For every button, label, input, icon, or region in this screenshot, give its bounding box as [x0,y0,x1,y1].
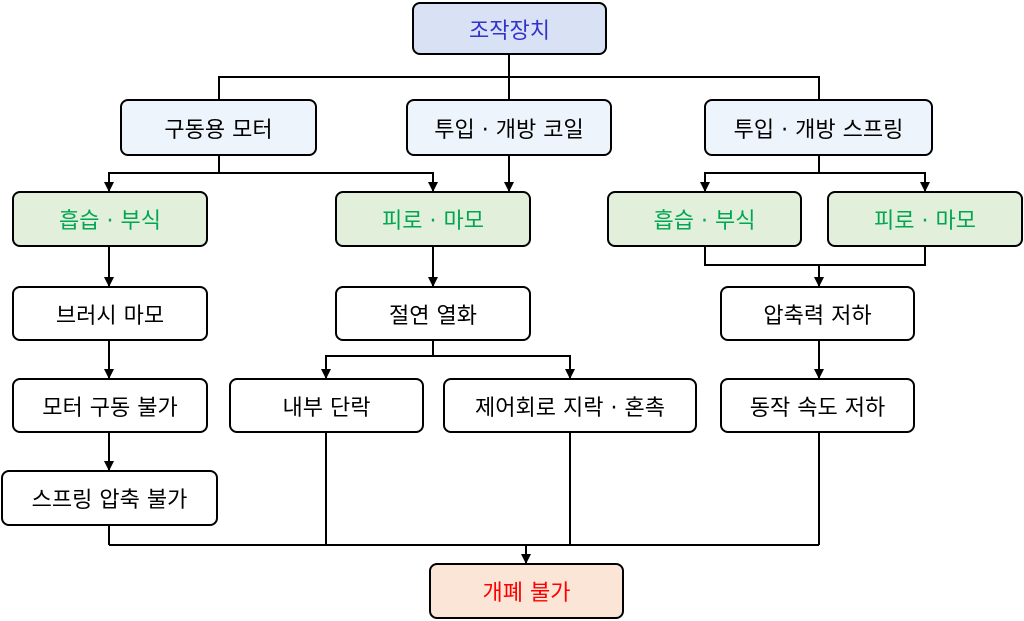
effect-internal-break: 내부 단락 [229,378,424,433]
connector-motor-split [108,172,434,183]
mechanism-right-a: 흡습 · 부식 [607,191,802,247]
connector-insulation-split [325,355,571,370]
connector-spring-split [704,172,926,183]
connector-right-mechanisms-join [704,247,926,266]
component-coil: 투입 · 개방 코일 [406,99,612,156]
connector-root-to-components [218,76,820,99]
effect-motor-fail: 모터 구동 불가 [12,378,208,433]
effect-brush-wear: 브러시 마모 [12,286,208,341]
effect-insulation: 절연 열화 [335,286,531,341]
effect-ground-short: 제어회로 지락 · 혼촉 [443,378,697,433]
effect-compression: 압축력 저하 [720,286,915,341]
component-spring: 투입 · 개방 스프링 [704,99,933,156]
result-node: 개폐 불가 [429,563,624,619]
component-motor: 구동용 모터 [120,99,317,156]
mechanism-center: 피로 · 마모 [335,191,531,247]
mechanism-left: 흡습 · 부식 [12,191,208,247]
effect-spring-fail: 스프링 압축 불가 [1,470,218,526]
root-node: 조작장치 [412,2,607,55]
mechanism-right-b: 피로 · 마모 [827,191,1023,247]
effect-speed-drop: 동작 속도 저하 [720,378,915,433]
